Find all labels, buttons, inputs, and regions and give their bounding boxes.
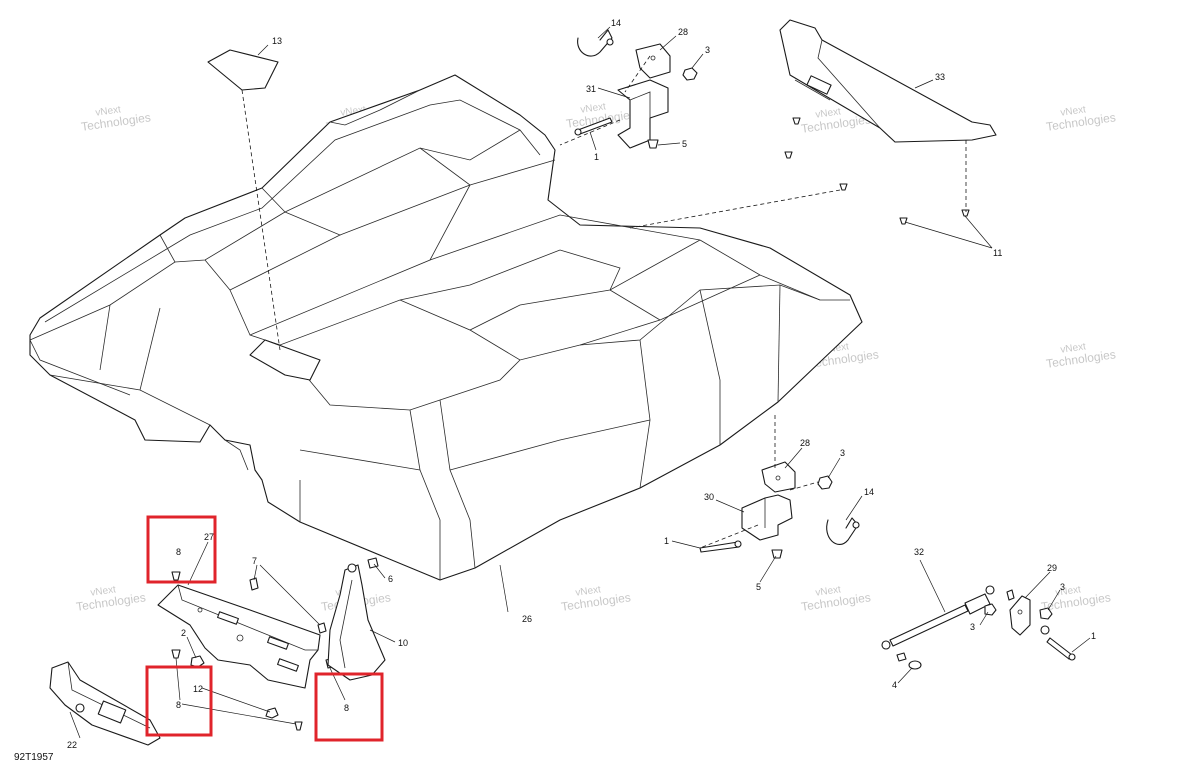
callout-4: 4 [892, 680, 897, 690]
lock-pin-part-14-upper [577, 29, 614, 57]
callout-27: 27 [204, 532, 214, 542]
alignment-lines [241, 55, 967, 549]
gas-strut-part-32 [881, 585, 995, 650]
callout-30: 30 [704, 492, 714, 502]
callout-1: 1 [664, 536, 669, 546]
svg-text:vNext: vNext [1060, 341, 1087, 355]
watermark: vNext Technologies [75, 584, 146, 614]
strap-part-10 [327, 563, 386, 681]
callout-7: 7 [252, 556, 257, 566]
nut-part-3-lower [817, 475, 833, 490]
callout-32: 32 [914, 547, 924, 557]
mounting-plate-part-28-lower [761, 461, 796, 493]
decal-part-13 [207, 49, 279, 91]
latch-plate-part-27 [157, 584, 321, 689]
callout-2: 2 [181, 628, 186, 638]
callout-5: 5 [682, 139, 687, 149]
svg-text:vNext: vNext [815, 106, 842, 120]
callout-3: 3 [840, 448, 845, 458]
callout-14: 14 [611, 18, 621, 28]
watermark: vNext Technologies [1045, 341, 1116, 371]
leader-lines [69, 26, 1091, 739]
rivets-part-11 [784, 117, 970, 225]
callout-29: 29 [1047, 563, 1057, 573]
callout-33: 33 [935, 72, 945, 82]
callout-26: 26 [522, 614, 532, 624]
watermark: vNext Technologies [1040, 584, 1111, 614]
callout-8: 8 [344, 703, 349, 713]
callout-14: 14 [864, 487, 874, 497]
bolt-part-1-upper [574, 117, 613, 136]
watermark: vNext Technologies [80, 104, 151, 134]
svg-text:vNext: vNext [580, 101, 607, 115]
mounting-plate-part-28-upper [635, 43, 671, 79]
highlight-box [314, 672, 384, 742]
bolt-part-1-right [1046, 637, 1076, 661]
callout-28: 28 [800, 438, 810, 448]
callout-6: 6 [388, 574, 393, 584]
callout-22: 22 [67, 740, 77, 750]
svg-text:vNext: vNext [1055, 584, 1082, 598]
callout-10: 10 [398, 638, 408, 648]
screw-part-5-lower [771, 549, 783, 559]
bracket-part-29 [1009, 595, 1031, 636]
callout-1: 1 [594, 152, 599, 162]
callout-3: 3 [705, 45, 710, 55]
bracket-part-30 [741, 494, 793, 541]
callout-5: 5 [756, 582, 761, 592]
watermark: vNext Technologies [800, 584, 871, 614]
callout-3: 3 [1060, 582, 1065, 592]
watermark: vNext Technologies [560, 584, 631, 614]
highlight-boxes [145, 515, 384, 742]
washer-part-4 [896, 625, 1050, 670]
highlight-box [146, 515, 217, 584]
callout-8: 8 [176, 700, 181, 710]
highlight-box [145, 665, 213, 737]
callout-13: 13 [272, 36, 282, 46]
callout-12: 12 [193, 684, 203, 694]
callout-11: 11 [993, 248, 1002, 258]
callout-labels: 13 14 28 3 31 1 5 33 11 28 3 30 14 1 5 2… [67, 18, 1096, 750]
svg-text:vNext: vNext [575, 584, 602, 598]
rack-bar-part-33 [779, 19, 997, 143]
figure-code: 92T1957 [14, 752, 54, 763]
svg-text:vNext: vNext [815, 584, 842, 598]
watermark: vNext Technologies [1045, 104, 1116, 134]
svg-text:vNext: vNext [90, 584, 117, 598]
callout-28: 28 [678, 27, 688, 37]
svg-text:vNext: vNext [1060, 104, 1087, 118]
callout-3: 3 [970, 622, 975, 632]
nut-part-3-upper [682, 67, 698, 81]
svg-text:vNext: vNext [95, 104, 122, 118]
callout-31: 31 [586, 84, 596, 94]
cargo-cover-part-26 [29, 74, 863, 581]
lock-pin-part-14-lower [826, 517, 860, 546]
callout-1: 1 [1091, 631, 1096, 641]
screw-part-5-upper [647, 139, 659, 149]
bolt-part-1-lower [699, 540, 742, 553]
callout-8: 8 [176, 547, 181, 557]
latch-handle-part-22 [49, 661, 161, 746]
